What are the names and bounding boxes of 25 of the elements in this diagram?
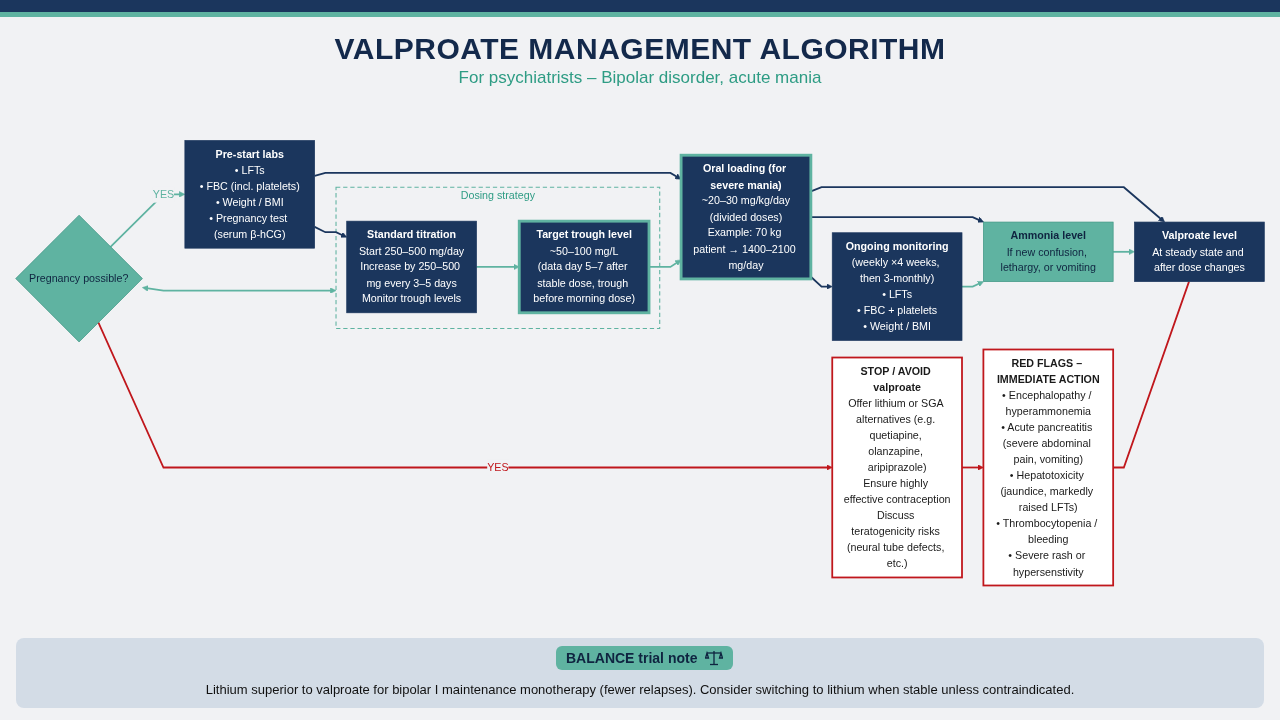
edge-label: YES (152, 187, 175, 200)
subtitle: For psychiatrists – Bipolar disorder, acute mania (458, 68, 822, 87)
node-box: Ongoing monitoring (weekly ×4 weeks, then 3-monthly) • LFTs • FBC + platelets • Weight / BMI (831, 232, 963, 341)
arrow (809, 275, 833, 290)
arrow (313, 172, 682, 180)
arrow (97, 321, 833, 471)
node-box: STOP / AVOID valproate Offer lithium or SGA alternatives (e.g. quetiapine, olanzapine, aripiprazole) Ensure highly effective contraception Discuss teratogenicity risks (neural tube defects, etc.) (831, 356, 963, 579)
title: VALPROATE MANAGEMENT ALGORITHM (334, 32, 946, 65)
node-box: Ammonia level If new confusion, lethargy, or vomiting (983, 221, 1114, 282)
arrow (109, 191, 186, 248)
note-heading: BALANCE trial note (566, 650, 698, 666)
arrow (313, 225, 347, 238)
node-box: Standard titration Start 250–500 mg/day Increase by 250–500 mg every 3–5 days Monitor trough levels (346, 220, 477, 314)
arrow (1112, 248, 1135, 255)
arrow (961, 281, 984, 288)
node-box: RED FLAGS – IMMEDIATE ACTION • Encephalopathy / hyperammonemia • Acute pancreatitis (severe abdominal pain, vomiting) • Hepatotoxicity (jaundice, markedly raised LFTs) • Thrombocytopenia / bleeding • Severe rash or hypersenstivity (982, 348, 1115, 587)
edge-label: YES (487, 460, 509, 474)
node-diamond: Pregnancy possible? (15, 214, 143, 343)
arrow (142, 285, 337, 294)
note-text: Lithium superior to valproate for bipolar I maintenance monotherapy (fewer relapses). Consider switching to lithium when stable unless contraindicated. (205, 682, 1075, 697)
node-box: Pre-start labs • LFTs • FBC (incl. platelets) • Weight / BMI • Pregnancy test (serum β-hCG) (184, 140, 315, 249)
node-box: Target trough level ~50–100 mg/L (data day 5–7 after stable dose, trough before morning dose) (517, 219, 651, 315)
node-box: Oral loading (for severe mania) ~20–30 mg/kg/day (divided doses) Example: 70 kg patient → 1400–2100 mg/day (679, 153, 813, 281)
arrow (475, 263, 520, 271)
node-box: Valproate level At steady state and after dose changes (1134, 221, 1265, 282)
